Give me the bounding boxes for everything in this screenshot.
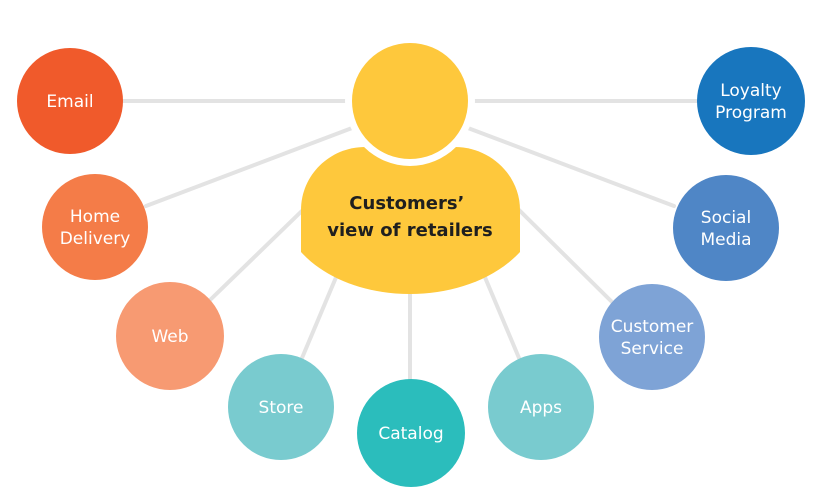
node-label-line: Customer (611, 317, 694, 337)
node-circle-web (116, 282, 224, 390)
node-label-email: Email (46, 92, 93, 112)
node-web: Web (116, 282, 224, 390)
node-label-line: Loyalty (720, 81, 782, 101)
node-circle-customer-service (599, 284, 705, 390)
node-label-line: Email (46, 92, 93, 112)
node-circle-catalog (357, 379, 465, 487)
node-circle-email (17, 48, 123, 154)
connector-social-media (458, 123, 676, 208)
node-circle-home-delivery (42, 174, 148, 280)
node-catalog: Catalog (357, 379, 465, 487)
node-label-store: Store (259, 398, 304, 418)
node-label-apps: Apps (520, 398, 562, 418)
node-circle-store (228, 354, 334, 460)
node-label-line: Service (621, 339, 684, 359)
node-label-line: Apps (520, 398, 562, 418)
node-store: Store (228, 354, 334, 460)
connector-customer-service (512, 203, 614, 304)
person-body-shape (301, 147, 520, 294)
node-circle-loyalty-program (697, 47, 805, 155)
customer-person-icon: Customers’ view of retailers (301, 36, 520, 294)
node-label-web: Web (151, 327, 188, 347)
connector-store (300, 273, 339, 360)
node-apps: Apps (488, 354, 594, 460)
connector-web (206, 203, 310, 304)
center-label: Customers’ view of retailers (327, 193, 492, 241)
node-circle-social-media (673, 175, 779, 281)
center-label-line-1: Customers’ (349, 193, 464, 214)
node-email: Email (17, 48, 123, 154)
node-label-line: Program (715, 103, 787, 123)
node-label-line: Catalog (378, 424, 443, 444)
node-label-line: Media (700, 230, 751, 250)
connector-apps (482, 273, 521, 360)
center-label-line-2: view of retailers (327, 220, 492, 241)
node-label-line: Web (151, 327, 188, 347)
node-label-catalog: Catalog (378, 424, 443, 444)
node-label-line: Delivery (60, 229, 131, 249)
node-label-line: Social (701, 208, 751, 228)
node-label-line: Home (70, 207, 120, 227)
node-circle-apps (488, 354, 594, 460)
connector-home-delivery (144, 123, 362, 208)
person-head-shape (352, 43, 468, 159)
node-label-line: Store (259, 398, 304, 418)
